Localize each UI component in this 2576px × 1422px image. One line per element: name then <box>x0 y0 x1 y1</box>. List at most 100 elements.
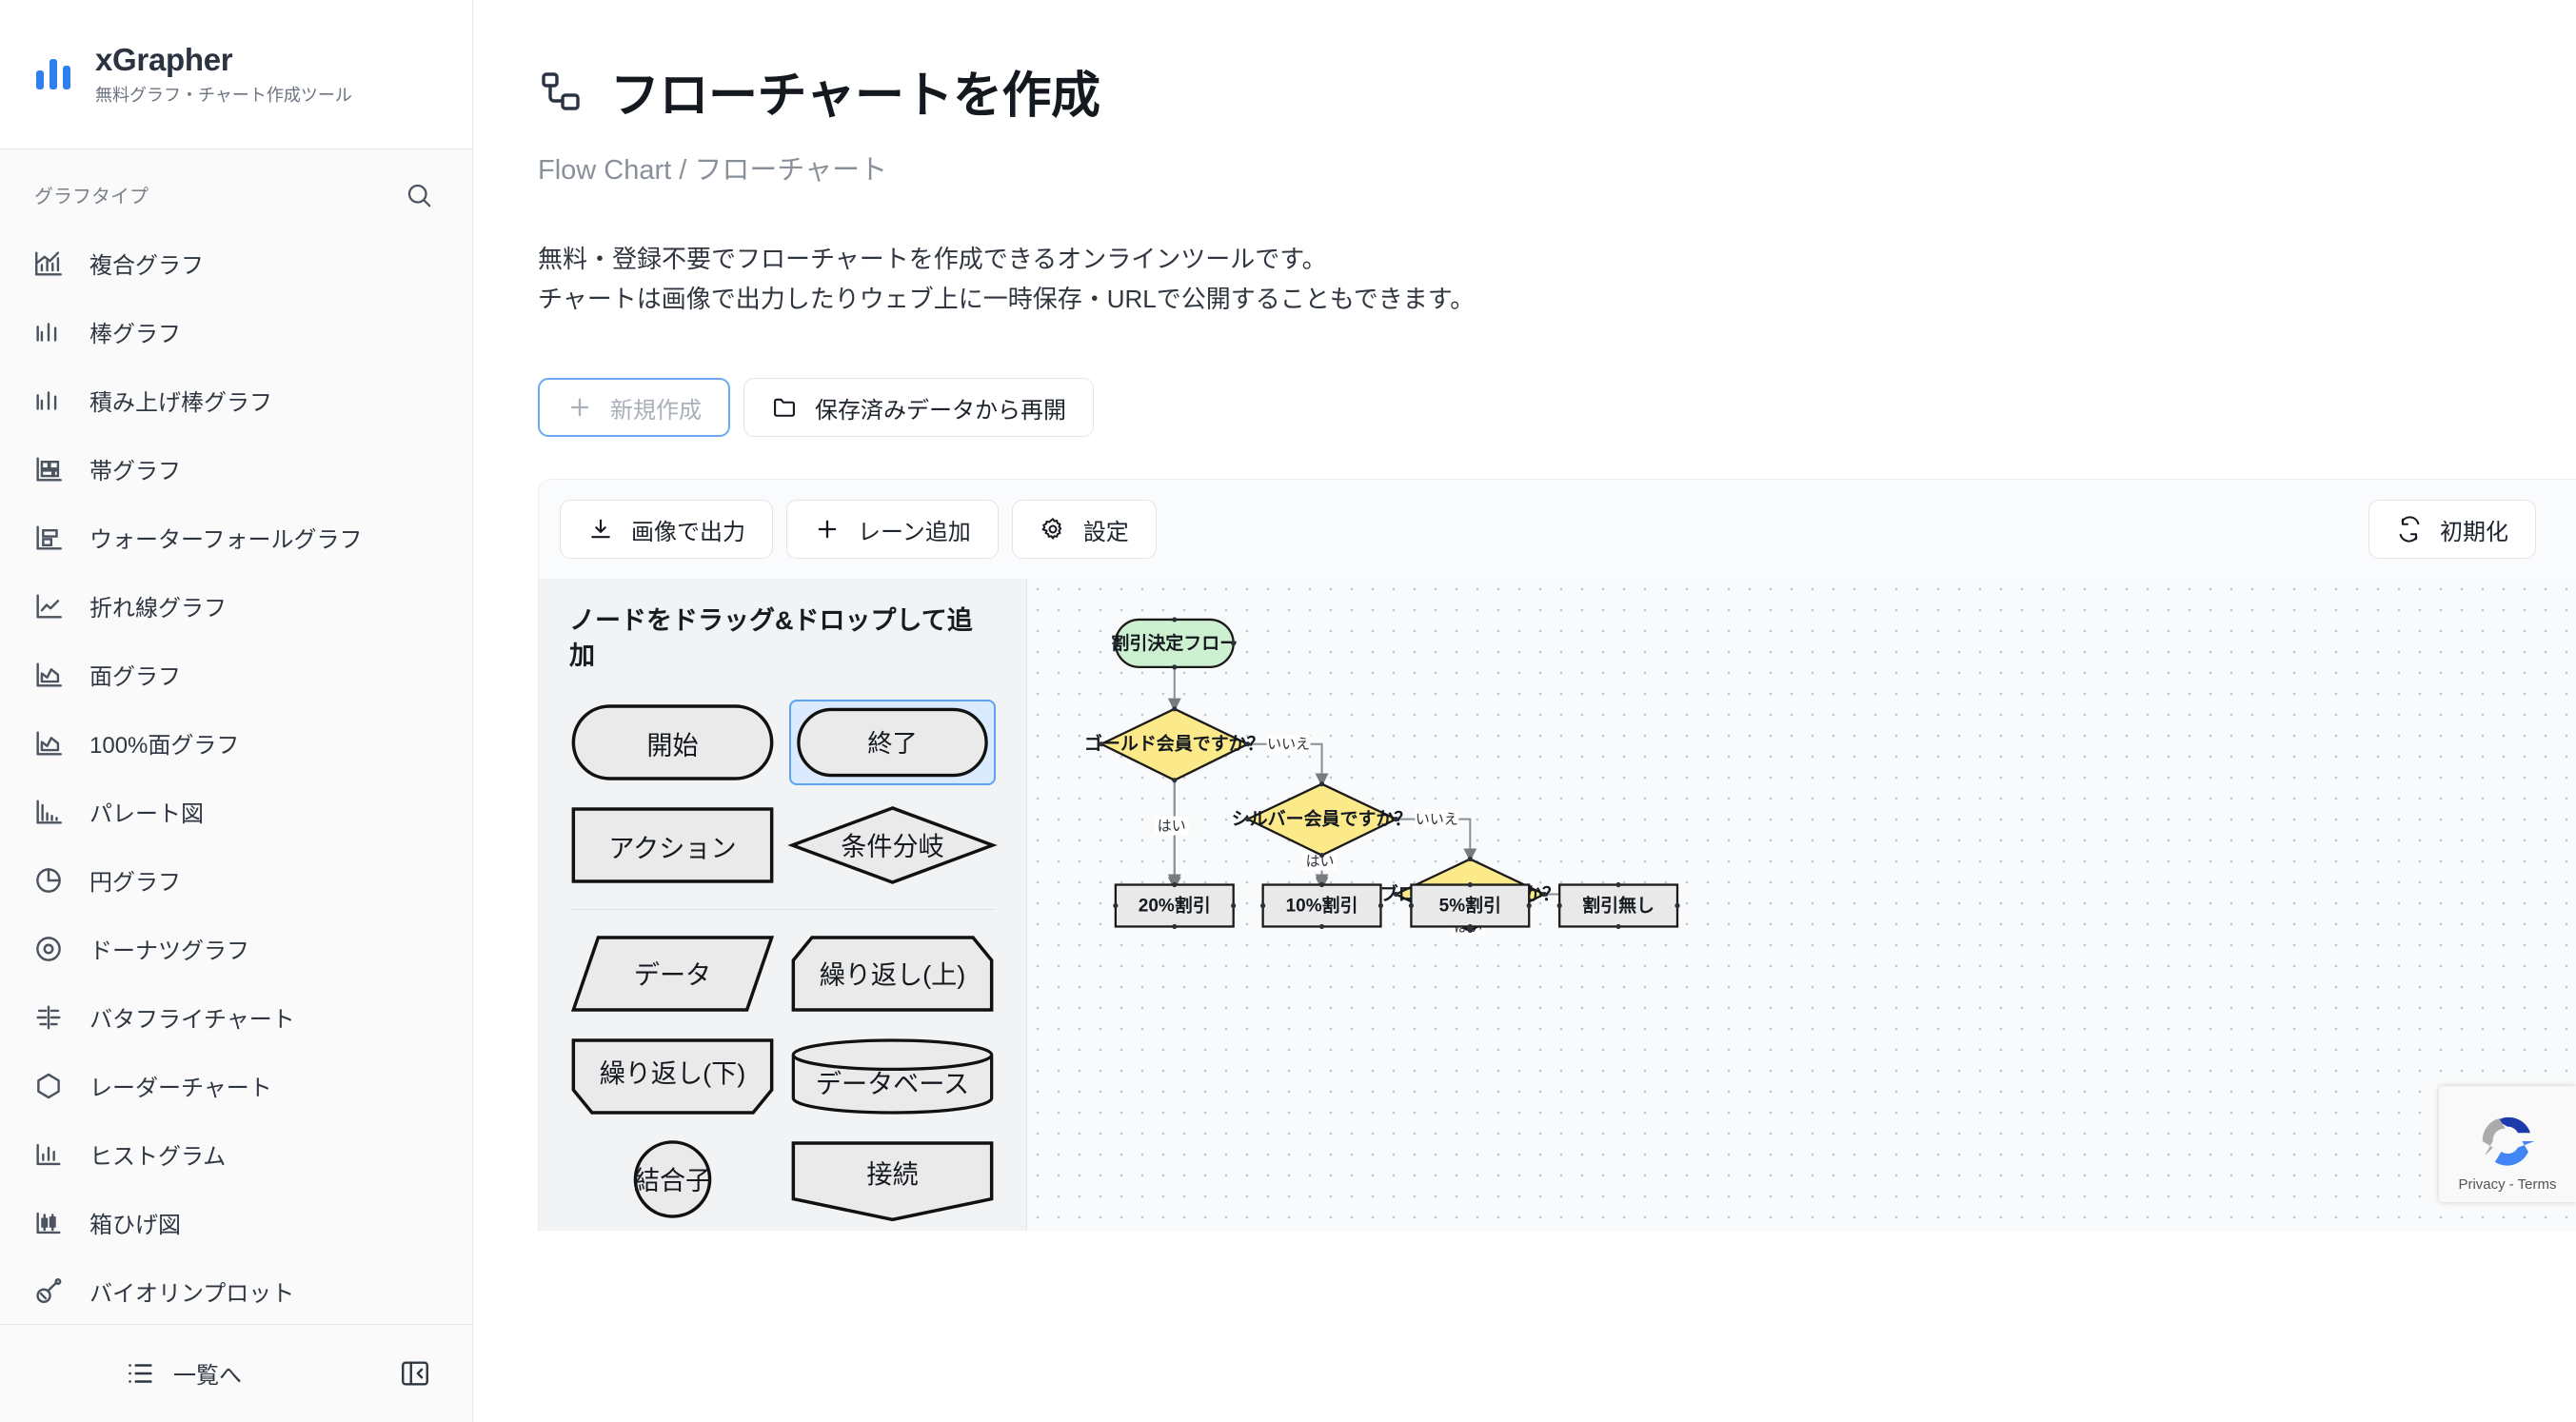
node-handle-right[interactable] <box>1674 903 1680 909</box>
node-handle-bottom[interactable] <box>1467 924 1473 930</box>
sidebar-item-bar-chart[interactable]: 棒グラフ <box>0 298 472 366</box>
flow-node-start[interactable]: 割引決定フロー <box>1111 617 1238 670</box>
page-description: 無料・登録不要でフローチャートを作成できるオンラインツールです。 チャートは画像… <box>538 239 2576 319</box>
reset-button[interactable]: 初期化 <box>2368 500 2536 560</box>
node-handle-right[interactable] <box>1245 741 1251 747</box>
sidebar-item-donut-chart[interactable]: ドーナツグラフ <box>0 915 472 983</box>
palette-node-condition[interactable]: 条件分岐 <box>787 802 998 888</box>
cylinder-shape: データベース <box>791 1038 994 1115</box>
palette-node-start[interactable]: 開始 <box>569 700 776 785</box>
sidebar-item-butterfly-chart[interactable]: バタフライチャート <box>0 983 472 1052</box>
node-handle-top[interactable] <box>1318 882 1325 888</box>
sidebar-item-percent-area-chart[interactable]: 100%面グラフ <box>0 709 472 778</box>
flow-node-label: 10%割引 <box>1286 895 1358 917</box>
node-handle-left[interactable] <box>1393 892 1399 898</box>
node-handle-left[interactable] <box>1113 903 1119 909</box>
node-handle-top[interactable] <box>1467 882 1473 888</box>
edge-label-silver-no: いいえ <box>1416 812 1458 828</box>
node-handle-top[interactable] <box>1172 706 1178 712</box>
node-handle-bottom[interactable] <box>1615 924 1621 930</box>
flow-node-gold[interactable]: ゴールド会員ですか？ <box>1084 706 1265 783</box>
node-handle-bottom[interactable] <box>1318 924 1325 930</box>
palette-node-loop-top[interactable]: 繰り返し(上) <box>789 931 996 1017</box>
node-handle-left[interactable] <box>1260 903 1266 909</box>
node-handle-right[interactable] <box>1231 903 1237 909</box>
editor-toolbar: 画像で出力 レーン追加 設定 <box>539 480 2576 579</box>
sidebar-item-label: バイオリンプロット <box>89 1281 295 1308</box>
node-handle-bottom[interactable] <box>1467 928 1473 934</box>
resume-saved-data-button[interactable]: 保存済みデータから再開 <box>743 378 1094 438</box>
node-handle-right[interactable] <box>1393 817 1399 822</box>
flow-node-d5[interactable]: 5%割引 <box>1408 882 1532 930</box>
node-handle-left[interactable] <box>1099 741 1104 747</box>
node-handle-left[interactable] <box>1245 817 1251 822</box>
palette-node-action[interactable]: アクション <box>569 802 776 888</box>
node-handle-bottom[interactable] <box>1172 778 1178 783</box>
violin-plot-icon <box>36 1277 62 1303</box>
sidebar-list-label: 一覧へ <box>173 1363 242 1390</box>
node-handle-left[interactable] <box>1113 641 1119 646</box>
palette-node-label: データベース <box>816 1069 969 1098</box>
node-handle-top[interactable] <box>1172 882 1178 888</box>
recaptcha-badge[interactable]: Privacy - Terms <box>2439 1086 2576 1203</box>
node-handle-top[interactable] <box>1172 617 1178 622</box>
sidebar-item-box-plot[interactable]: 箱ひげ図 <box>0 1189 472 1257</box>
brand-header[interactable]: xGrapher 無料グラフ・チャート作成ツール <box>0 0 472 149</box>
sidebar-item-pareto-chart[interactable]: パレート図 <box>0 778 472 846</box>
flow-node-label: 割引決定フロー <box>1111 632 1238 654</box>
flow-node-silver[interactable]: シルバー会員ですか？ <box>1232 781 1413 859</box>
node-handle-left[interactable] <box>1556 903 1562 909</box>
node-handle-right[interactable] <box>1377 903 1384 909</box>
page-description-line-1: 無料・登録不要でフローチャートを作成できるオンラインツールです。 <box>538 245 1327 273</box>
palette-node-data[interactable]: データ <box>569 931 776 1017</box>
palette-node-connector[interactable]: 結合子 <box>569 1136 776 1222</box>
band-chart-icon <box>36 457 62 482</box>
add-lane-button[interactable]: レーン追加 <box>786 500 999 560</box>
palette-node-label: 終了 <box>867 729 917 758</box>
new-chart-button[interactable]: 新規作成 <box>538 378 730 438</box>
sidebar: xGrapher 無料グラフ・チャート作成ツール グラフタイプ 複合グラフ <box>0 0 473 1422</box>
sidebar-item-violin-plot[interactable]: バイオリンプロット <box>0 1257 472 1324</box>
palette-node-loop-bottom[interactable]: 繰り返し(下) <box>569 1034 776 1119</box>
sidebar-item-waterfall-chart[interactable]: ウォーターフォールグラフ <box>0 504 472 572</box>
palette-node-database[interactable]: データベース <box>789 1034 996 1119</box>
export-image-label: 画像で出力 <box>631 519 745 545</box>
node-handle-bottom[interactable] <box>1172 924 1178 930</box>
node-handle-bottom[interactable] <box>1318 853 1325 859</box>
node-handle-right[interactable] <box>1231 641 1237 646</box>
palette-node-connection[interactable]: 接続 <box>789 1136 996 1222</box>
node-handle-right[interactable] <box>1541 892 1547 898</box>
sidebar-item-radar-chart[interactable]: レーダーチャート <box>0 1052 472 1120</box>
flow-node-d10[interactable]: 10%割引 <box>1260 882 1384 930</box>
node-handle-bottom[interactable] <box>1172 664 1178 670</box>
donut-chart-icon <box>36 937 61 961</box>
sidebar-item-combo-chart[interactable]: 複合グラフ <box>0 229 472 298</box>
sidebar-item-stacked-bar-chart[interactable]: 積み上げ棒グラフ <box>0 366 472 435</box>
flow-node-d0[interactable]: 割引無し <box>1556 882 1680 930</box>
histogram-icon <box>36 1143 61 1166</box>
reset-label: 初期化 <box>2440 519 2508 545</box>
sidebar-item-label: 棒グラフ <box>89 322 181 348</box>
sidebar-item-list[interactable]: 一覧へ <box>124 1356 242 1390</box>
panel-collapse-icon[interactable] <box>396 1354 434 1392</box>
sidebar-item-area-chart[interactable]: 面グラフ <box>0 641 472 709</box>
sidebar-item-label: ヒストグラム <box>89 1144 227 1171</box>
sidebar-item-line-chart[interactable]: 折れ線グラフ <box>0 572 472 641</box>
palette-node-label: 開始 <box>646 730 698 760</box>
export-image-button[interactable]: 画像で出力 <box>560 500 773 560</box>
search-icon[interactable] <box>400 176 438 214</box>
bar-chart-logo-icon <box>36 58 70 89</box>
sidebar-item-band-chart[interactable]: 帯グラフ <box>0 435 472 504</box>
flowchart-canvas[interactable]: いいえ はい いいえ はい いいえ はい <box>1027 579 2576 1232</box>
flow-node-d20[interactable]: 20%割引 <box>1113 882 1237 930</box>
sidebar-item-histogram[interactable]: ヒストグラム <box>0 1120 472 1189</box>
node-handle-left[interactable] <box>1408 903 1415 909</box>
node-handle-top[interactable] <box>1318 781 1325 787</box>
node-handle-top[interactable] <box>1615 882 1621 888</box>
node-handle-top[interactable] <box>1467 857 1473 862</box>
sidebar-item-pie-chart[interactable]: 円グラフ <box>0 846 472 915</box>
settings-button[interactable]: 設定 <box>1011 500 1157 560</box>
sidebar-item-label: 帯グラフ <box>89 459 181 485</box>
palette-node-end[interactable]: 終了 <box>789 699 996 785</box>
node-handle-right[interactable] <box>1526 903 1532 909</box>
